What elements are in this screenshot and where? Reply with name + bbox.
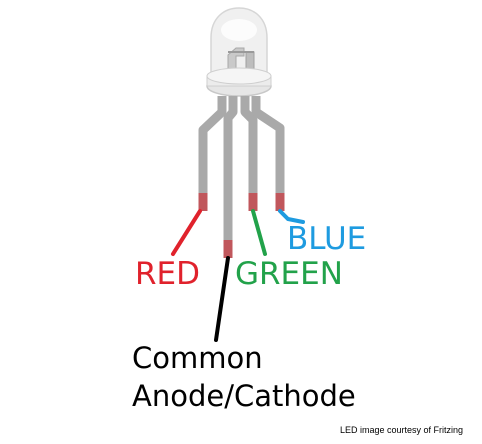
- label-wires: [171, 209, 305, 342]
- red-label: RED: [135, 256, 200, 292]
- image-credit: LED image courtesy of Fritzing: [340, 425, 464, 435]
- wire-red: [171, 209, 202, 256]
- lead-red: [198, 96, 227, 196]
- wire-green: [251, 209, 267, 256]
- green-label: GREEN: [235, 256, 343, 292]
- lead-tips: [198, 193, 285, 258]
- lead-green: [240, 96, 258, 196]
- blue-label: BLUE: [287, 221, 367, 257]
- common-label: Common Anode/Cathode: [132, 339, 356, 415]
- common-label-line1: Common: [132, 341, 263, 375]
- wire-common: [214, 256, 230, 342]
- led-leads: [198, 96, 285, 240]
- lead-common: [223, 96, 238, 240]
- led-body: [206, 7, 272, 97]
- lead-blue: [251, 96, 285, 196]
- wire-blue: [278, 209, 305, 224]
- common-label-line2: Anode/Cathode: [132, 379, 356, 413]
